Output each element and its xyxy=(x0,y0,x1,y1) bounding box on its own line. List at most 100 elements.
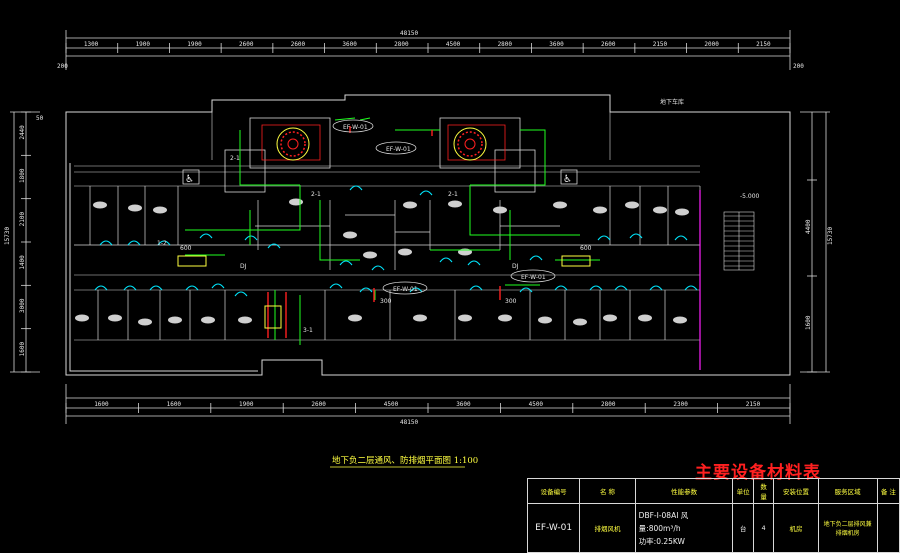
header-param: 性能参数 xyxy=(634,478,734,504)
room-fixture xyxy=(403,201,417,209)
right-dim-label: 1600 xyxy=(805,315,812,330)
header-location: 安装位置 xyxy=(773,478,819,504)
left-dim-label: 2440 xyxy=(19,125,26,140)
bottom-dim-label: 2800 xyxy=(601,401,616,408)
room-fixture xyxy=(153,206,167,214)
door-swing xyxy=(149,285,163,291)
door-swing xyxy=(157,240,171,246)
room-fixture xyxy=(413,314,427,322)
top-left-small-dim: 200 xyxy=(57,63,68,70)
green-ducts xyxy=(185,117,600,345)
header-area: 服务区域 xyxy=(817,478,878,504)
top-dim-label: 2150 xyxy=(653,41,668,48)
tag-1-2: 1-2 xyxy=(157,240,167,247)
tag-300-left: 300 xyxy=(380,298,392,305)
right-dimension-labels: 4400 1600 xyxy=(805,219,812,330)
room-fixture xyxy=(538,316,552,324)
tag-2-1-right: 2-1 xyxy=(448,191,458,198)
tag-2-1-stair: 2-1 xyxy=(230,155,240,162)
top-dim-label: 1900 xyxy=(187,41,202,48)
room-fixture xyxy=(138,318,152,326)
top-dim-label: 2800 xyxy=(394,41,409,48)
top-dim-label: 1900 xyxy=(136,41,151,48)
cell-unit: 台 xyxy=(732,503,754,553)
top-dim-label: 1300 xyxy=(84,41,99,48)
top-right-small-dim: 200 xyxy=(793,63,804,70)
right-stair xyxy=(723,211,755,271)
room-fixture xyxy=(108,314,122,322)
door-swing xyxy=(244,235,258,241)
room-fixture xyxy=(573,318,587,326)
room-fixture xyxy=(75,314,89,322)
wheelchair-icon-left: ♿ xyxy=(182,169,200,185)
svg-text:♿: ♿ xyxy=(185,174,194,185)
red-risers xyxy=(267,126,501,338)
room-fixture xyxy=(493,206,507,214)
room-fixture xyxy=(201,316,215,324)
yellow-grilles xyxy=(177,255,591,329)
left-dim-label: 3000 xyxy=(19,298,26,313)
door-swing xyxy=(469,285,483,291)
top-dim-label: 4500 xyxy=(446,41,461,48)
top-dim-label: 2800 xyxy=(498,41,513,48)
tag-600-left: 600 xyxy=(180,245,192,252)
tag-2-1-left: 2-1 xyxy=(311,191,321,198)
elevation-label: -5.000 xyxy=(740,193,760,200)
plan-title: 地下负二层通风、防排烟平面图 1:100 xyxy=(332,455,478,466)
bottom-dim-label: 2300 xyxy=(673,401,688,408)
equipment-table-header: 设备编号 名 称 性能参数 单位 数 量 安装位置 服务区域 备 注 xyxy=(526,478,900,504)
ef-tag-left: EF-W-01 xyxy=(343,124,368,131)
room-fixture xyxy=(363,251,377,259)
room-fixture xyxy=(398,248,412,256)
left-dim-label: 1400 xyxy=(19,255,26,270)
door-swing xyxy=(439,257,453,263)
room-fixtures xyxy=(75,198,689,326)
left-stair-fan xyxy=(276,127,310,161)
right-total-dimension: 15730 xyxy=(827,227,834,245)
annotation-bubbles xyxy=(332,119,556,295)
ef-tag-mid: EF-W-01 xyxy=(386,146,411,153)
room-label-garage: 地下车库 xyxy=(660,98,684,106)
door-swing xyxy=(629,233,643,239)
room-partitions xyxy=(74,186,701,340)
top-dim-label: 2000 xyxy=(704,41,719,48)
tag-600-right: 600 xyxy=(580,245,592,252)
room-fixture xyxy=(289,198,303,206)
door-swings xyxy=(94,185,698,297)
bottom-dim-label: 3600 xyxy=(456,401,471,408)
door-swing xyxy=(467,260,481,266)
tag-dj-left: DJ xyxy=(240,263,247,270)
tag-300-right: 300 xyxy=(505,298,517,305)
cell-param-line2: 功率:0.25KW xyxy=(638,536,685,546)
right-dim-label: 4400 xyxy=(805,219,812,234)
svg-text:♿: ♿ xyxy=(563,174,572,185)
door-swing xyxy=(371,265,385,271)
top-dim-label: 3600 xyxy=(342,41,357,48)
door-swing xyxy=(123,285,137,291)
room-fixture xyxy=(593,206,607,214)
room-fixture xyxy=(168,316,182,324)
cell-param: DBF-I-08AI 风量:800m³/h 功率:0.25KW xyxy=(634,503,734,553)
left-small-dim: 50 xyxy=(36,115,44,122)
room-fixture xyxy=(448,200,462,208)
door-swing xyxy=(597,235,611,241)
door-swing xyxy=(529,255,543,261)
door-swing xyxy=(409,287,423,293)
room-fixture xyxy=(553,201,567,209)
door-swing xyxy=(649,285,663,291)
left-total-dimension: 15730 xyxy=(4,227,11,245)
right-stair-fan xyxy=(453,127,487,161)
cell-note xyxy=(876,503,900,553)
door-swing xyxy=(684,285,698,291)
ef-tag-lower-right: EF-W-01 xyxy=(521,274,546,281)
door-swing xyxy=(234,291,248,297)
bottom-dim-label: 1600 xyxy=(94,401,109,408)
right-stair-core xyxy=(439,117,536,193)
top-total-dimension: 48150 xyxy=(400,30,418,37)
bottom-dim-label: 1900 xyxy=(239,401,254,408)
cell-location: 机房 xyxy=(773,503,819,553)
tag-dj-right: DJ xyxy=(512,263,519,270)
door-swing xyxy=(199,233,213,239)
